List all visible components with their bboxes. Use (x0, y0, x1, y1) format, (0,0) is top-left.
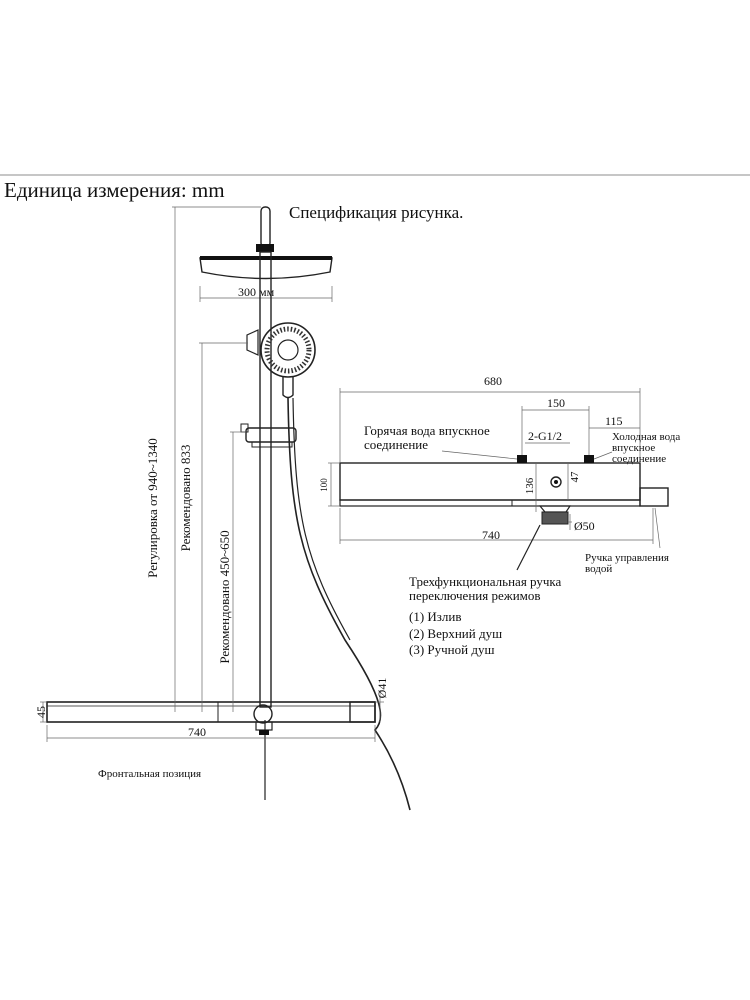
hand-shower-head (260, 322, 316, 378)
cold-inlet-label-3: соединение (612, 453, 666, 465)
bar-height-label: 45 (34, 706, 48, 718)
diverter-label-2: переключения режимов (409, 588, 541, 603)
hand-shower-nozzles (264, 326, 312, 374)
cold-inlet-label-1: Холодная вода (612, 431, 680, 443)
thread-label: 2-G1/2 (528, 429, 562, 443)
mixer-end-cap (349, 701, 376, 723)
top-view: 680 150 115 2-G1/2 Горячая вода впускное… (319, 374, 680, 657)
rain-head-top (200, 256, 332, 260)
recommended-833-label: Рекомендовано 833 (178, 445, 193, 552)
control-handle-leader (654, 507, 661, 549)
unit-label: Единица измерения: mm (4, 178, 225, 202)
diverter-knob-front (253, 704, 273, 724)
mixer-bar (46, 701, 376, 723)
width-label: 740 (482, 528, 500, 542)
spec-title: Спецификация рисунка. (289, 203, 463, 222)
recommended-range-label: Рекомендовано 450~650 (217, 530, 232, 663)
cold-inlet-label-2: впускное (612, 442, 655, 454)
diverter-neck (538, 505, 572, 513)
hot-inlet-label-1: Горячая вода впускное (364, 423, 490, 438)
shower-arm (260, 206, 271, 248)
diverter-handle (541, 511, 569, 525)
knob-offset-label: 47 (569, 471, 581, 483)
mode-3: (3) Ручной душ (409, 642, 494, 657)
hand-shower-handle (282, 377, 294, 399)
hot-inlet-label-2: соединение (364, 437, 428, 452)
depth-label: 136 (524, 477, 536, 494)
control-handle-label-1: Ручка управления (585, 552, 669, 564)
adjust-height-label: Регулировка от 940~1340 (145, 438, 160, 578)
mixer-top-body (339, 462, 641, 501)
hose (287, 397, 411, 811)
mode-1: (1) Излив (409, 609, 462, 624)
mixer-top-base (339, 499, 641, 507)
diverter-leader (516, 524, 541, 571)
front-view: 300 мм 45 740 (34, 206, 411, 811)
end-diameter-label: Ø41 (375, 678, 389, 699)
hand-shower-center (277, 339, 299, 361)
mode-2: (2) Верхний душ (409, 626, 502, 641)
head-width-label: 300 мм (238, 285, 275, 299)
upper-holder (246, 329, 259, 356)
cold-inlet (584, 455, 594, 463)
rain-shower-head (199, 257, 333, 280)
diverter-label-1: Трехфункциональная ручка (409, 574, 562, 589)
top-knob (550, 476, 562, 488)
height-label: 100 (319, 478, 329, 492)
control-handle (639, 487, 669, 507)
diverter-diameter-label: Ø50 (574, 519, 595, 533)
hot-inlet (517, 455, 527, 463)
control-handle-label-2: водой (585, 563, 612, 575)
arm-connector (256, 244, 274, 252)
inlet-spacing-label: 150 (547, 396, 565, 410)
right-offset-label: 115 (605, 414, 623, 428)
riser-rail (259, 251, 272, 708)
bar-width-label: 740 (188, 725, 206, 739)
front-caption: Фронтальная позиция (98, 768, 201, 780)
total-width-label: 680 (484, 374, 502, 388)
